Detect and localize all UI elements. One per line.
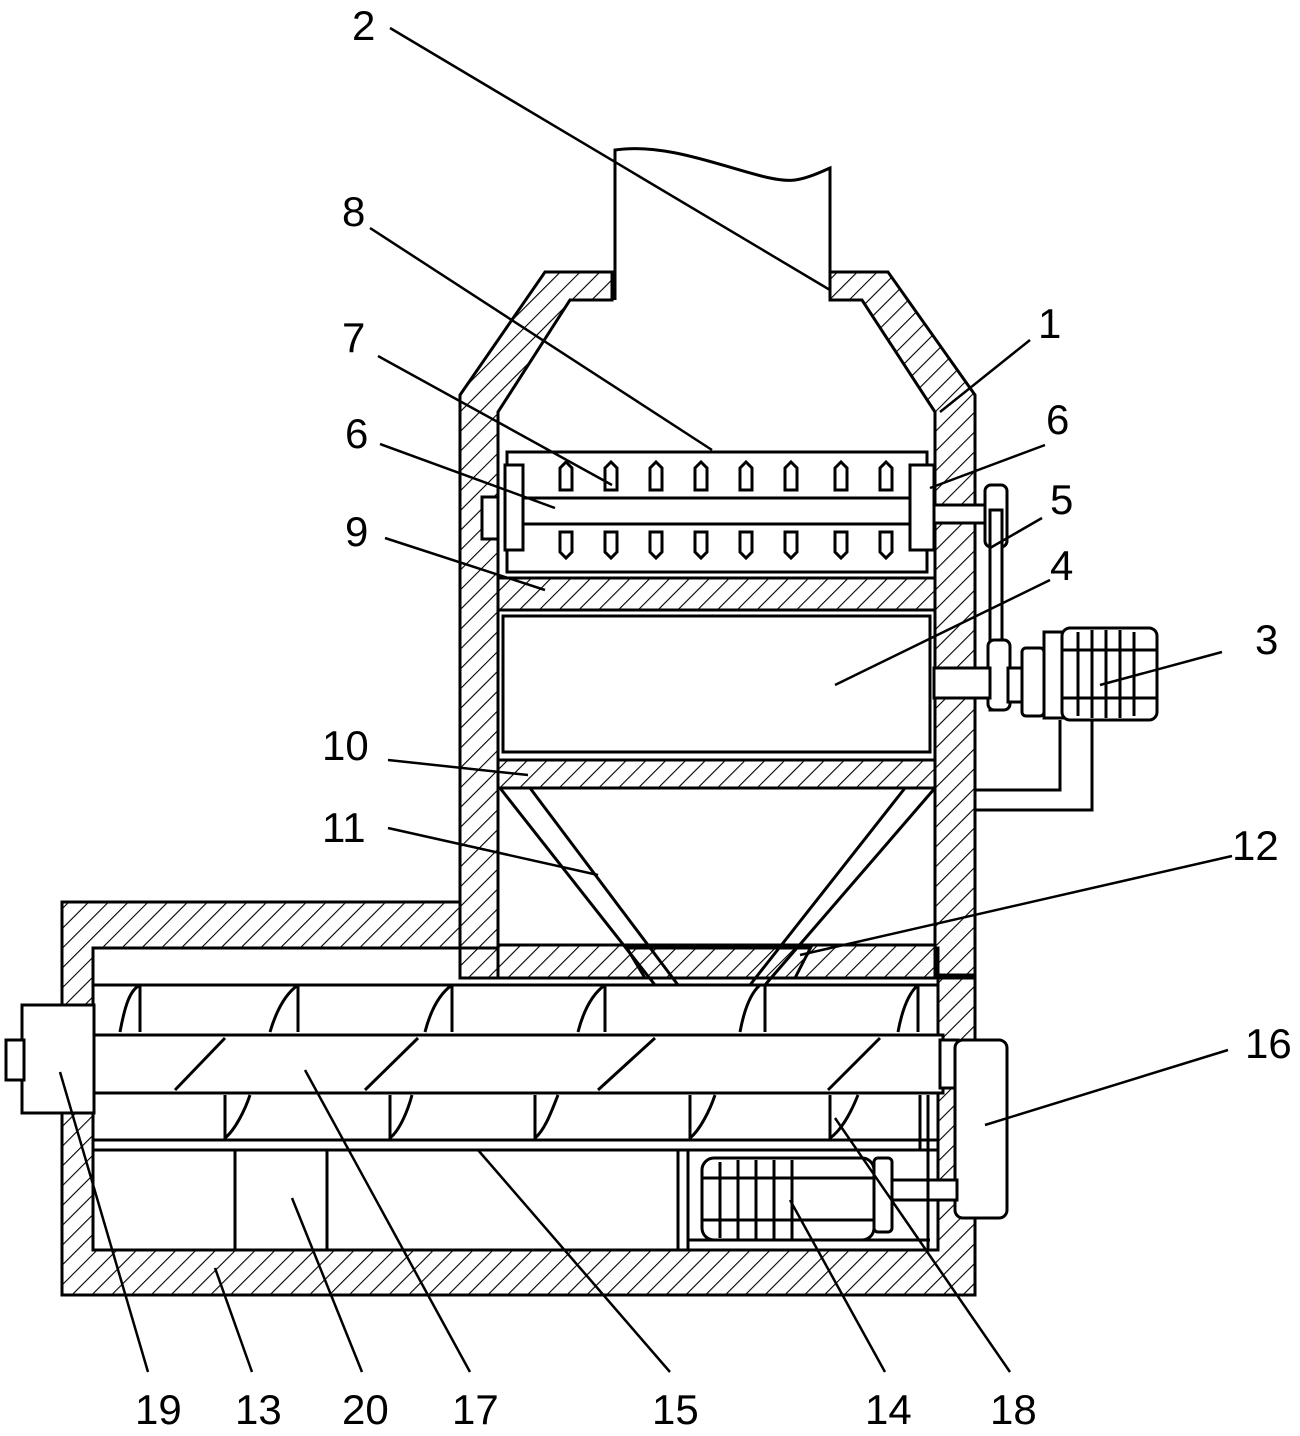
label-6-right: 6 <box>1046 396 1069 443</box>
label-20: 20 <box>342 1386 389 1433</box>
end-cap-19 <box>20 1003 96 1115</box>
label-6-left: 6 <box>345 410 368 457</box>
leader-lines <box>58 26 1233 1373</box>
hopper-ledge-right <box>792 943 937 980</box>
label-11: 11 <box>322 804 366 851</box>
coupling-16 <box>953 1038 1009 1220</box>
label-12: 12 <box>1232 822 1279 869</box>
crusher-shaft <box>518 496 917 526</box>
hopper-funnel <box>498 787 937 986</box>
label-5: 5 <box>1050 476 1073 523</box>
inlet-pipe <box>613 147 832 300</box>
drive-shaft-upper <box>932 503 991 525</box>
crusher-teeth-top <box>558 459 894 492</box>
crusher-teeth-bottom <box>558 530 894 561</box>
plate-10 <box>496 758 937 790</box>
motor-3 <box>1006 626 1159 722</box>
screw-blades <box>118 983 920 1142</box>
label-9: 9 <box>345 508 368 555</box>
end-knob <box>4 1038 26 1082</box>
label-2: 2 <box>352 2 375 49</box>
drive-shaft-lower <box>932 666 992 700</box>
label-16: 16 <box>1245 1020 1292 1067</box>
shaft-end-left <box>480 495 500 541</box>
label-4: 4 <box>1050 542 1073 589</box>
label-7: 7 <box>342 314 365 361</box>
part-labels: 2 8 7 6 9 10 11 1 6 5 4 3 12 16 19 13 20… <box>135 2 1292 1433</box>
label-3: 3 <box>1255 616 1278 663</box>
label-13: 13 <box>235 1386 282 1433</box>
label-1: 1 <box>1038 300 1061 347</box>
bearing-left <box>503 463 525 552</box>
label-17: 17 <box>452 1386 499 1433</box>
motor-bracket <box>975 720 1094 812</box>
hopper-ledge-left <box>496 943 648 980</box>
bearing-right <box>908 463 936 552</box>
label-19: 19 <box>135 1386 182 1433</box>
label-14: 14 <box>865 1386 912 1433</box>
motor-14 <box>700 1156 959 1242</box>
box-20 <box>233 1148 329 1252</box>
label-15: 15 <box>652 1386 699 1433</box>
label-18: 18 <box>990 1386 1037 1433</box>
label-10: 10 <box>322 722 369 769</box>
plate-9 <box>496 576 937 612</box>
label-8: 8 <box>342 188 365 235</box>
box-4 <box>501 614 932 754</box>
